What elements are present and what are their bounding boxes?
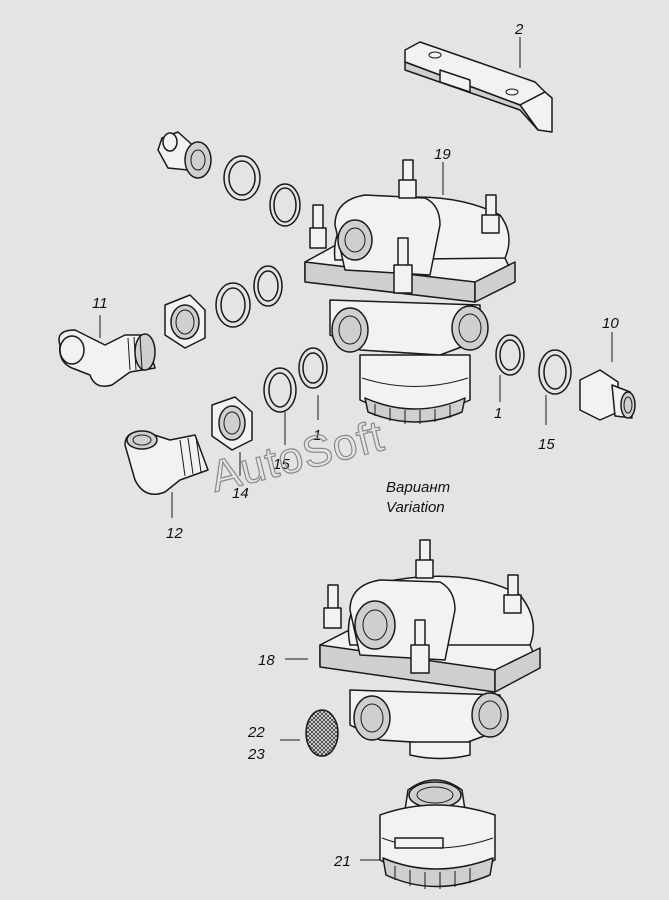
label-part-22: 22 [247, 724, 265, 741]
elbow-fitting-part-12 [124, 430, 209, 495]
washers-middle-left [215, 265, 283, 328]
label-part-2: 2 [514, 21, 524, 38]
label-part-23: 23 [247, 746, 265, 763]
label-part-19: 19 [434, 146, 451, 163]
label-part-15-right: 15 [538, 436, 555, 453]
variant-caption: Вариант Variation [386, 479, 450, 516]
top-left-fitting [157, 131, 212, 179]
nut-part-14 [211, 396, 253, 451]
washer-right-part-15 [538, 349, 572, 395]
label-part-1-right: 1 [494, 405, 502, 422]
valve-body-part-18 [319, 539, 541, 760]
label-part-12: 12 [166, 525, 183, 542]
exhaust-cap-part-21 [379, 779, 496, 889]
filter-mesh-part-22-23 [305, 709, 339, 757]
elbow-fitting-part-11 [58, 329, 156, 387]
label-part-15-left: 15 [273, 456, 290, 473]
label-part-11: 11 [92, 295, 108, 312]
variant-caption-en: Variation [386, 499, 445, 516]
nut-top [164, 294, 206, 349]
variant-caption-ru: Вариант [386, 479, 450, 496]
label-part-14: 14 [232, 485, 249, 502]
washers-lower-left [263, 347, 328, 413]
o-ring-right-part-1 [495, 334, 525, 376]
fitting-part-10 [579, 369, 636, 421]
bracket-part-2 [404, 41, 553, 133]
label-part-10: 10 [602, 315, 619, 332]
o-rings-top [223, 155, 301, 227]
leader-lines [99, 37, 613, 861]
label-part-1-left: 1 [313, 427, 321, 444]
callout-labels: 2 19 11 10 1 15 1 15 14 12 18 22 23 21 [92, 21, 619, 870]
valve-body-part-19 [304, 159, 516, 424]
label-part-18: 18 [258, 652, 275, 669]
label-part-21: 21 [333, 853, 351, 870]
